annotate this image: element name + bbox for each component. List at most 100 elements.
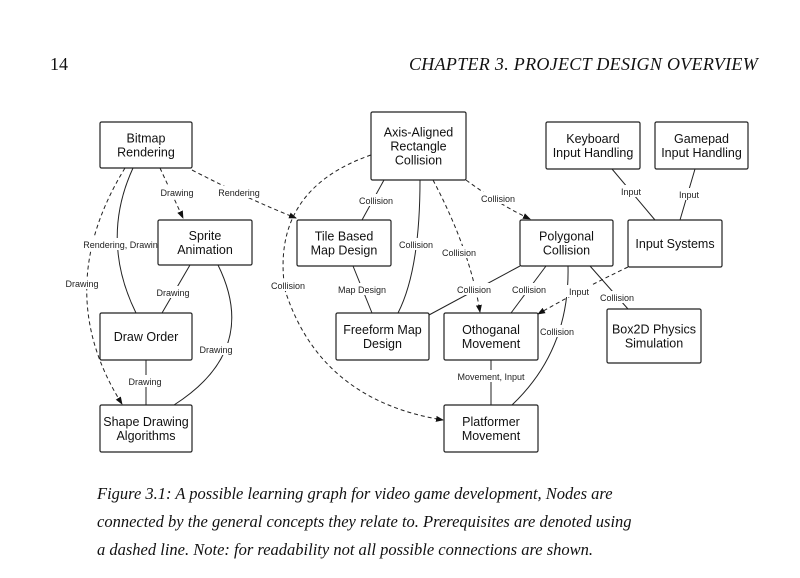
edge-label: Drawing <box>128 377 161 387</box>
edge-label: Collision <box>600 293 634 303</box>
node-label: Axis-Aligned <box>384 126 454 140</box>
caption-line: connected by the general concepts they r… <box>97 512 632 531</box>
node-box <box>443 404 539 453</box>
edge-label: Collision <box>481 194 515 204</box>
edge-label-background <box>124 375 166 387</box>
node-label: Collision <box>543 244 590 258</box>
node-label: Polygonal <box>539 230 594 244</box>
edge-aabb-ortho <box>432 179 482 313</box>
edge-label: Collision <box>359 196 393 206</box>
running-header: CHAPTER 3. PROJECT DESIGN OVERVIEW <box>409 54 758 74</box>
edge-label-background <box>350 194 402 206</box>
edge-label: Rendering <box>218 188 260 198</box>
edge-label: Drawing <box>160 188 193 198</box>
edge-label-background <box>334 283 390 295</box>
node-box <box>99 312 193 361</box>
edge-label-background <box>390 238 442 250</box>
node-label: Design <box>363 337 402 351</box>
page-number: 14 <box>50 54 68 74</box>
edge-label-background <box>61 277 103 289</box>
edge-label: Collision <box>512 285 546 295</box>
edge-label: Movement, Input <box>457 372 525 382</box>
edge-label: Input <box>621 187 642 197</box>
edge-label-background <box>156 186 198 198</box>
node-box <box>545 121 641 170</box>
node-label: Collision <box>395 154 442 168</box>
node-label: Gamepad <box>674 132 729 146</box>
edge-label-background <box>152 286 194 298</box>
node-input: Input Systems <box>627 219 723 268</box>
node-label: Input Systems <box>635 237 714 251</box>
edge-label-background <box>615 185 647 197</box>
edge-label: Drawing <box>156 288 189 298</box>
caption-line: a dashed line. Note: for readability not… <box>97 540 594 559</box>
node-label: Freeform Map <box>343 323 422 337</box>
edge-label-background <box>195 343 237 355</box>
edge-poly-platformer <box>511 265 569 406</box>
node-label: Input Handling <box>661 146 742 160</box>
edge-label: Collision <box>271 281 305 291</box>
edge-label-background <box>472 192 524 204</box>
edge-label-background <box>213 186 265 198</box>
node-label: Input Handling <box>553 146 634 160</box>
node-label: Algorithms <box>116 429 175 443</box>
node-label: Map Design <box>311 244 378 258</box>
node-label: Othoganal <box>462 323 520 337</box>
node-box <box>296 219 392 267</box>
edge-aabb-poly <box>465 179 531 220</box>
edge-label: Input <box>679 190 700 200</box>
node-label: Rendering <box>117 146 175 160</box>
edge-label: Map Design <box>338 285 386 295</box>
node-label: Movement <box>462 429 521 443</box>
node-box <box>606 308 702 364</box>
edge-label-background <box>673 188 705 200</box>
node-label: Bitmap <box>127 132 166 146</box>
node-label: Keyboard <box>566 132 620 146</box>
node-box <box>654 121 749 170</box>
node-label: Movement <box>462 337 521 351</box>
edge-label: Drawing <box>65 279 98 289</box>
caption-line: Figure 3.1: A possible learning graph fo… <box>97 484 613 503</box>
node-label: Box2D Physics <box>612 323 696 337</box>
edge-label-background <box>451 370 531 382</box>
edge-label-background <box>433 246 485 258</box>
node-label: Sprite <box>189 229 222 243</box>
edge-label: Collision <box>442 248 476 258</box>
edge-label-background <box>503 283 555 295</box>
edge-label: Collision <box>399 240 433 250</box>
node-box <box>627 219 723 268</box>
edge-label-background <box>262 279 314 291</box>
edge-label-background <box>591 291 643 303</box>
edge-label-background <box>563 285 595 297</box>
node-box <box>157 219 253 266</box>
edge-label: Collision <box>457 285 491 295</box>
node-label: Animation <box>177 243 233 257</box>
node-box <box>443 312 539 361</box>
edge-label: Collision <box>540 327 574 337</box>
node-box <box>99 121 193 169</box>
edge-label: Rendering, Drawing <box>83 240 163 250</box>
node-label: Rectangle <box>390 140 446 154</box>
edge-label-background <box>531 325 583 337</box>
edge-sprite-shape <box>173 264 233 406</box>
figure-caption: Figure 3.1: A possible learning graph fo… <box>97 480 737 564</box>
node-box <box>519 219 614 267</box>
edge-aabb-freeform <box>397 179 421 314</box>
node-label: Platformer <box>462 415 520 429</box>
edge-label-background <box>75 238 171 250</box>
node-label: Simulation <box>625 337 683 351</box>
edge-bitmap-sprite <box>159 167 184 219</box>
